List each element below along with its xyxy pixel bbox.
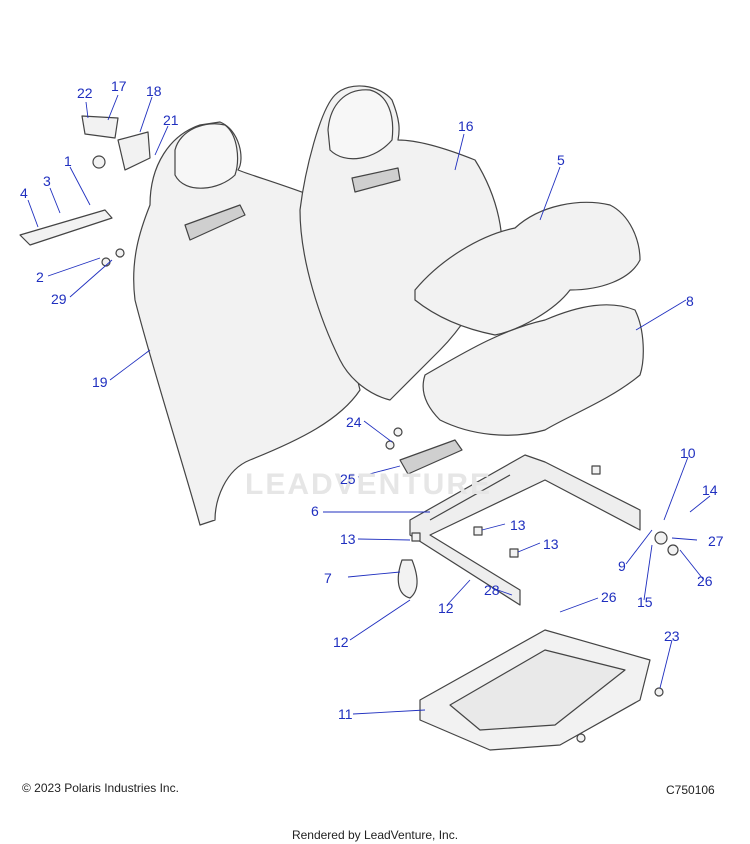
callout-7[interactable]: 7: [324, 570, 332, 586]
callout-14[interactable]: 14: [702, 482, 718, 498]
callout-24[interactable]: 24: [346, 414, 362, 430]
seat-cushion: [414, 201, 641, 336]
callout-13-c[interactable]: 13: [543, 536, 559, 552]
rendered-by-text: Rendered by LeadVenture, Inc.: [291, 828, 459, 842]
left-headrest: [174, 123, 239, 189]
copyright-text: © 2023 Polaris Industries Inc.: [22, 781, 179, 795]
callout-26-b[interactable]: 26: [601, 589, 617, 605]
callout-12-a[interactable]: 12: [438, 600, 454, 616]
callout-16[interactable]: 16: [458, 118, 474, 134]
right-headrest: [327, 89, 394, 160]
callout-25[interactable]: 25: [340, 471, 356, 487]
strap: [397, 559, 418, 599]
watermark: LEADVENTURE: [245, 468, 493, 501]
callout-6[interactable]: 6: [311, 503, 319, 519]
callout-11[interactable]: 11: [338, 706, 353, 722]
callout-28[interactable]: 28: [484, 582, 500, 598]
callout-13-a[interactable]: 13: [510, 517, 526, 533]
callout-5[interactable]: 5: [557, 152, 565, 168]
callout-12-b[interactable]: 12: [333, 634, 349, 650]
callout-22[interactable]: 22: [77, 85, 93, 101]
callout-2[interactable]: 2: [36, 269, 44, 285]
callout-26-a[interactable]: 26: [697, 573, 713, 589]
callout-29[interactable]: 29: [51, 291, 67, 307]
callout-3[interactable]: 3: [43, 173, 51, 189]
callout-23[interactable]: 23: [664, 628, 680, 644]
callout-9[interactable]: 9: [618, 558, 626, 574]
callout-13-b[interactable]: 13: [340, 531, 356, 547]
callout-19[interactable]: 19: [92, 374, 108, 390]
callout-8[interactable]: 8: [686, 293, 694, 309]
callout-10[interactable]: 10: [680, 445, 696, 461]
callout-4[interactable]: 4: [20, 185, 28, 201]
callout-15[interactable]: 15: [637, 594, 653, 610]
seat-base: [422, 304, 644, 436]
right-harness-slot: [351, 167, 401, 193]
callout-21[interactable]: 21: [163, 112, 179, 128]
slider-rail-frame: [409, 454, 641, 606]
left-harness-slot: [184, 204, 246, 241]
callout-18[interactable]: 18: [146, 83, 162, 99]
callout-17[interactable]: 17: [111, 78, 127, 94]
callout-1[interactable]: 1: [64, 153, 72, 169]
drawing-number: C750106: [666, 783, 715, 797]
callout-27[interactable]: 27: [708, 533, 724, 549]
